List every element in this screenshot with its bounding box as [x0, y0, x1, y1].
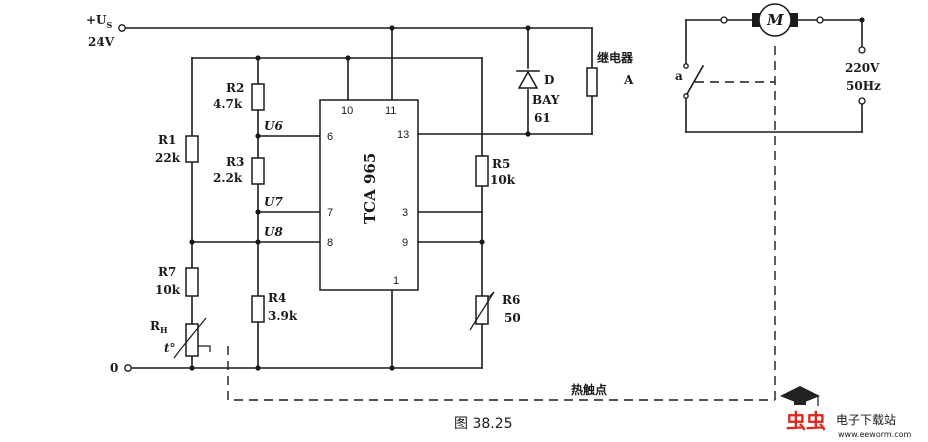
ic-pin-9: 9 [402, 237, 408, 249]
ic-pin-10: 10 [341, 105, 353, 117]
r5-value: 10k [490, 173, 516, 187]
thermal-link [227, 44, 776, 401]
r5-name: R5 [492, 157, 510, 171]
ic-pin-13: 13 [397, 129, 409, 141]
motor-symbol [752, 3, 798, 37]
r4-value: 3.9k [268, 309, 298, 323]
diode-d [516, 70, 540, 89]
r6-name: R6 [502, 293, 520, 307]
relay-switch-a [683, 63, 705, 99]
resistor-r4 [251, 295, 265, 323]
ic-name: TCA 965 [361, 153, 379, 224]
rh-temp: t° [164, 341, 176, 355]
relay-label: 继电器 [597, 50, 634, 65]
ic-tca965 [319, 99, 419, 291]
resistor-r5 [475, 155, 489, 187]
diode-number: 61 [534, 111, 551, 125]
resistor-r3 [251, 157, 265, 185]
watermark: 虫虫 电子下载站 www.eeworm.com [780, 386, 911, 439]
mains-frequency: 50Hz [846, 79, 881, 93]
motor-terminal-right [816, 16, 824, 24]
r7-value: 10k [155, 283, 181, 297]
relay-name: A [623, 73, 634, 87]
watermark-url: www.eeworm.com [838, 430, 911, 439]
ground-terminal [124, 364, 132, 372]
diode-type: BAY [532, 93, 560, 107]
r4-name: R4 [268, 291, 286, 305]
node-u8: U8 [264, 225, 283, 239]
watermark-text: 电子下载站 [836, 413, 896, 427]
r3-name: R3 [226, 155, 244, 169]
ic-pin-6: 6 [327, 131, 333, 143]
ground-label: 0 [110, 361, 118, 375]
switch-label: a [675, 69, 683, 83]
ic-pin-1: 1 [393, 275, 399, 287]
mains-terminal-bottom [858, 97, 866, 105]
ic-pin-7: 7 [327, 207, 333, 219]
watermark-logo: 虫虫 [786, 409, 826, 433]
resistor-r7 [185, 267, 199, 297]
diode-name: D [544, 73, 554, 87]
resistor-r2 [251, 83, 265, 111]
thermistor-rh [173, 317, 211, 359]
ic-pin-8: 8 [327, 237, 333, 249]
r3-value: 2.2k [213, 171, 243, 185]
rh-name: RH [150, 319, 168, 335]
motor-terminal-left [720, 16, 728, 24]
motor-label: M [766, 11, 784, 29]
supply-label: +US [86, 13, 113, 30]
supply-terminal [118, 24, 126, 32]
r7-name: R7 [158, 265, 176, 279]
node-u7: U7 [264, 195, 283, 209]
supply-voltage: 24V [88, 35, 115, 49]
node-u6: U6 [264, 119, 283, 133]
r2-value: 4.7k [213, 97, 243, 111]
r2-name: R2 [226, 81, 244, 95]
r1-value: 22k [155, 151, 181, 165]
mains-voltage: 220V [845, 61, 880, 75]
junction-dots [189, 17, 865, 371]
r6-value: 50 [504, 311, 521, 325]
thermal-contact-label: 热触点 [571, 382, 607, 397]
wires [125, 19, 863, 369]
resistor-r6 [469, 291, 495, 331]
mains-terminal-top [858, 46, 866, 54]
graduation-cap-icon [780, 386, 820, 404]
ic-pin-11: 11 [385, 105, 396, 117]
r1-name: R1 [158, 133, 176, 147]
figure-caption: 图 38.25 [454, 416, 513, 432]
ic-pin-3: 3 [402, 207, 408, 219]
relay-coil [586, 67, 598, 97]
resistor-r1 [185, 135, 199, 163]
